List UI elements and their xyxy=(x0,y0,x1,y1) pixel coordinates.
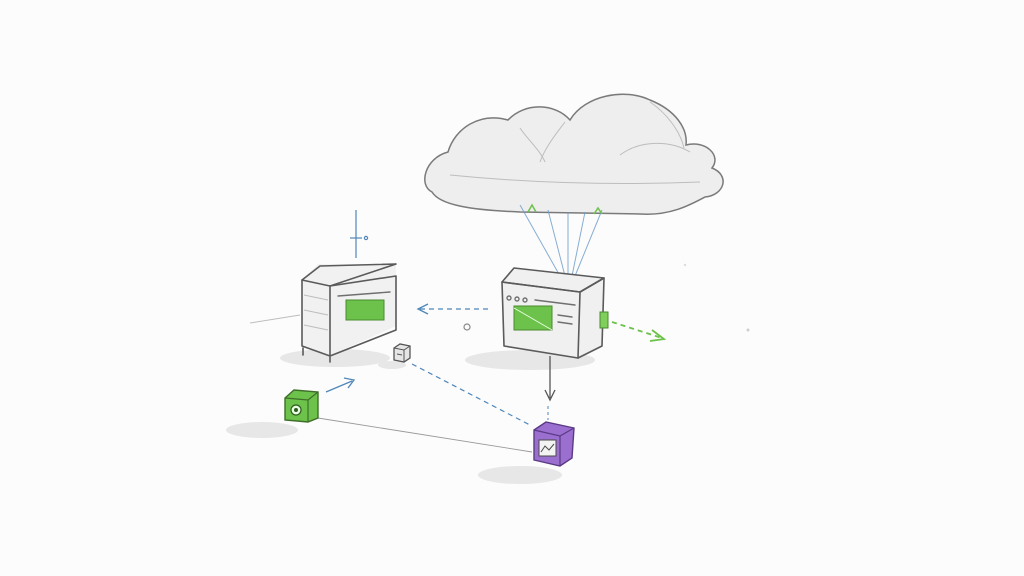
center-server-button xyxy=(506,295,512,301)
left-server-screen xyxy=(345,299,385,321)
green-device-body xyxy=(284,389,319,423)
left-server-hatch xyxy=(303,324,329,331)
green-arrowhead xyxy=(649,329,667,342)
green-device-shadow xyxy=(226,422,298,438)
cloud-fold-2 xyxy=(539,121,566,163)
node-dot xyxy=(463,323,471,331)
small-to-purple-link xyxy=(411,363,531,426)
small-device-detail xyxy=(396,353,403,356)
center-server-screen-glare xyxy=(513,307,553,331)
arrowhead-up xyxy=(343,377,356,389)
cloud-fold-1 xyxy=(519,127,546,163)
center-server-button xyxy=(514,296,520,302)
antenna-dot xyxy=(363,235,369,241)
small-device-shadow xyxy=(378,361,406,369)
ground-shadows xyxy=(226,349,595,484)
ground-line xyxy=(249,314,301,324)
up-link xyxy=(325,380,353,393)
cloud-icon xyxy=(424,93,724,215)
cloud-fold-4 xyxy=(619,142,691,156)
green-arrowhead xyxy=(527,203,537,213)
left-server-slot xyxy=(337,291,391,297)
center-server-slot xyxy=(534,299,576,306)
uplink-line xyxy=(547,209,566,277)
purple-device-chart xyxy=(540,443,555,453)
green-arrowhead xyxy=(593,206,603,215)
uplink-line xyxy=(519,204,561,277)
uplink-line xyxy=(574,209,603,277)
center-server-icon xyxy=(501,267,609,359)
left-server-shadow xyxy=(280,349,390,367)
stray-mark xyxy=(683,263,687,267)
chart-device-icon xyxy=(533,421,575,467)
uplink-arrowheads xyxy=(527,203,603,215)
device-to-server-link xyxy=(325,377,356,393)
small-device-body xyxy=(393,343,411,363)
left-server-hatch xyxy=(303,309,329,316)
cloud-fold-3 xyxy=(649,101,685,149)
green-outbound-link xyxy=(611,321,667,342)
purple-device-shadow xyxy=(478,466,562,484)
sensor-device-icon xyxy=(393,343,411,363)
server-to-server-link xyxy=(416,303,488,315)
cloud-shading xyxy=(449,174,701,185)
camera-device-icon xyxy=(284,389,319,423)
green-device-lens-center xyxy=(294,408,298,412)
arrowhead-left xyxy=(416,303,429,315)
center-server-button xyxy=(522,297,528,303)
green-dashed-link xyxy=(611,321,663,339)
stray-mark xyxy=(746,328,750,332)
green-to-purple-link xyxy=(317,417,533,453)
center-server-port xyxy=(599,311,609,329)
uplink-line xyxy=(571,211,586,277)
center-server-vent xyxy=(557,321,573,325)
left-server-antenna xyxy=(350,210,369,258)
left-server-front xyxy=(329,275,397,357)
cloud-outline xyxy=(424,93,724,215)
left-server-top xyxy=(301,263,397,287)
left-server-icon xyxy=(301,263,397,363)
center-server-vent xyxy=(557,314,573,318)
cloud-uplink-lines xyxy=(519,204,603,277)
arrowhead-down xyxy=(544,389,556,402)
server-to-device-link xyxy=(544,356,556,402)
left-server-hatch xyxy=(303,294,329,301)
